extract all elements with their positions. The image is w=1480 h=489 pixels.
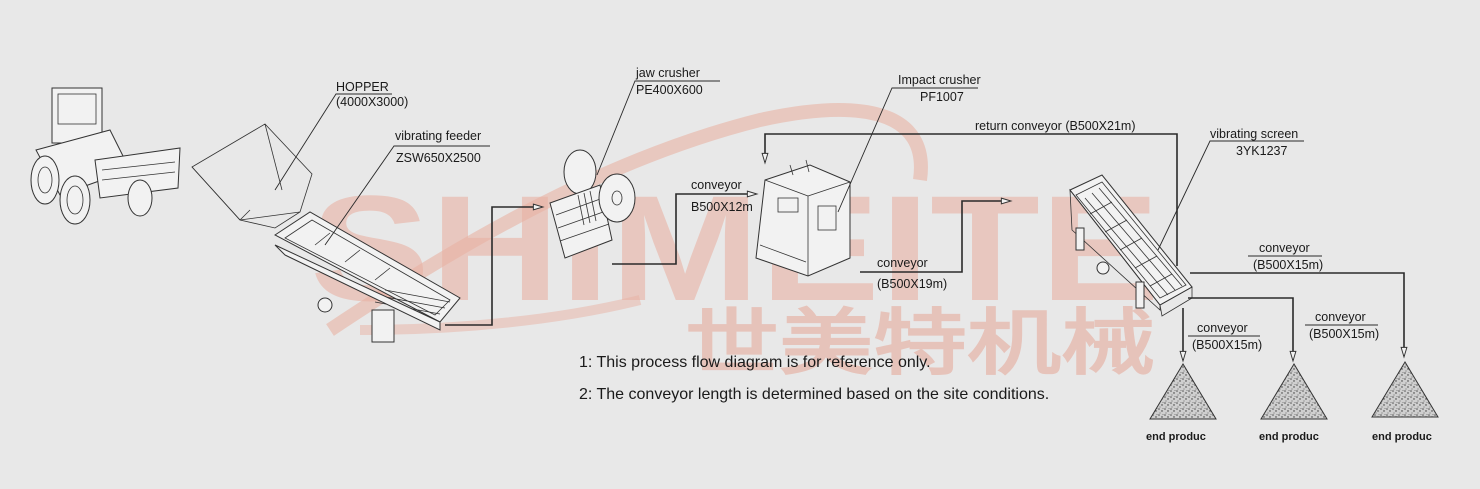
feeder-label: vibrating feeder bbox=[395, 129, 481, 143]
impact-leader-line bbox=[837, 87, 978, 213]
conveyor-feeder-to-jaw bbox=[445, 203, 545, 326]
conveyor-output-2-label: conveyor bbox=[1315, 310, 1366, 324]
return-conveyor-label: return conveyor (B500X21m) bbox=[975, 119, 1136, 133]
return-conveyor bbox=[761, 133, 1178, 266]
end-product-pile-2 bbox=[1260, 363, 1328, 420]
screen-leader-line bbox=[1157, 140, 1304, 251]
watermark-swoosh bbox=[326, 103, 928, 336]
conveyor-output-3-label: conveyor bbox=[1259, 241, 1310, 255]
vibrating-screen bbox=[1069, 174, 1193, 317]
jaw-leader-line bbox=[596, 80, 720, 176]
conveyor-output-3 bbox=[1190, 272, 1408, 359]
watermark-swoosh-lower bbox=[359, 295, 642, 335]
hopper bbox=[191, 123, 313, 229]
vibrating-screen-spec: 3YK1237 bbox=[1236, 144, 1287, 158]
hopper-spec: (4000X3000) bbox=[336, 95, 408, 109]
vibrating-feeder bbox=[274, 211, 461, 343]
impact-crusher-spec: PF1007 bbox=[920, 90, 964, 104]
conveyor-impact-to-screen bbox=[860, 197, 1013, 273]
note-2: 2: The conveyor length is determined bas… bbox=[579, 386, 1049, 403]
conveyor-output-2 bbox=[1188, 297, 1297, 363]
end-product-label-3: end produc bbox=[1372, 431, 1432, 443]
conveyor-jaw-impact-spec: B500X12m bbox=[691, 200, 753, 214]
watermark-chinese: 世美特机械 bbox=[685, 301, 1155, 385]
conveyor-impact-screen-spec: (B500X19m) bbox=[877, 277, 947, 291]
vibrating-screen-label: vibrating screen bbox=[1210, 127, 1298, 141]
conveyor-jaw-impact-label: conveyor bbox=[691, 178, 742, 192]
wheel-loader-icon bbox=[30, 87, 181, 225]
jaw-crusher bbox=[549, 149, 636, 259]
conveyor-output-1-label: conveyor bbox=[1197, 321, 1248, 335]
feeder-leader-line bbox=[324, 145, 490, 246]
conveyor-impact-screen-label: conveyor bbox=[877, 256, 928, 270]
end-product-label-1: end produc bbox=[1146, 431, 1206, 443]
jaw-crusher-label: jaw crusher bbox=[635, 66, 700, 80]
impact-crusher-label: Impact crusher bbox=[898, 73, 981, 87]
hopper-leader-line bbox=[274, 93, 392, 191]
jaw-crusher-spec: PE400X600 bbox=[636, 83, 703, 97]
hopper-label: HOPPER bbox=[336, 80, 389, 94]
end-product-label-2: end produc bbox=[1259, 431, 1319, 443]
conveyor-output-2-spec: (B500X15m) bbox=[1309, 327, 1379, 341]
conveyor-jaw-to-impact bbox=[612, 190, 759, 265]
watermark: SHIMEITE 世美特机械 bbox=[310, 103, 1160, 385]
end-product-pile-3 bbox=[1371, 361, 1439, 418]
feeder-spec: ZSW650X2500 bbox=[396, 151, 481, 165]
note-1: 1: This process flow diagram is for refe… bbox=[579, 354, 931, 371]
conveyor-output-1-spec: (B500X15m) bbox=[1192, 338, 1262, 352]
end-product-pile-1 bbox=[1149, 363, 1217, 420]
conveyor-output-3-spec: (B500X15m) bbox=[1253, 258, 1323, 272]
impact-crusher bbox=[755, 159, 851, 277]
